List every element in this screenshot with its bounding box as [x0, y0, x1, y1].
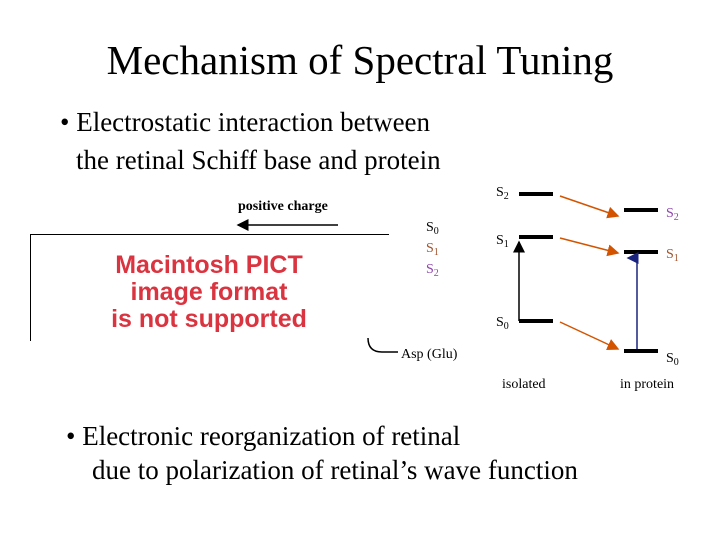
asp-label: Asp (Glu): [401, 347, 458, 362]
iso-s1-sub: 1: [503, 239, 509, 250]
stack-s0-base: S: [426, 220, 434, 235]
pict-placeholder-frame: [30, 234, 389, 341]
protein-s1-label: S1: [666, 247, 679, 264]
iso-s0-sub: 0: [503, 321, 509, 332]
bullet-2-mark: •: [66, 421, 76, 451]
protein-s2-label: S2: [666, 206, 679, 223]
iso-s2-base: S: [496, 185, 504, 200]
prot-s1-base: S: [666, 247, 674, 262]
shift-arrow-s0: [559, 321, 620, 351]
pict-line-2: image format: [130, 278, 288, 306]
stack-s0-sub: 0: [433, 226, 439, 237]
bullet-2-line1: Electronic reorganization of retinal: [82, 421, 461, 451]
bullet-1-line1: Electrostatic interaction between: [76, 107, 431, 137]
prot-s0-sub: 0: [673, 357, 679, 368]
isolated-s1-label: S1: [496, 233, 509, 250]
prot-s2-base: S: [666, 206, 674, 221]
stack-s2-sub: 2: [433, 268, 439, 279]
isolated-s0-label: S0: [496, 315, 509, 332]
protein-caption: in protein: [620, 377, 675, 392]
pict-line-3: is not supported: [111, 305, 307, 333]
positive-charge-label: positive charge: [238, 199, 328, 214]
bullet-1: • Electrostatic interaction between: [60, 106, 430, 138]
shift-arrow-s2: [559, 195, 620, 219]
bullet-2: • Electronic reorganization of retinal: [66, 420, 460, 452]
bullet-1-line2: the retinal Schiff base and protein: [76, 145, 441, 175]
slide-title: Mechanism of Spectral Tuning: [106, 37, 614, 83]
stack-label-s1: S1: [426, 241, 439, 258]
iso-s0-base: S: [496, 315, 504, 330]
asp-connector: [367, 337, 398, 353]
isolated-caption: isolated: [502, 377, 546, 392]
bullet-1-mark: •: [60, 107, 70, 137]
stack-s1-sub: 1: [433, 247, 439, 258]
bullet-2-line2: due to polarization of retinal’s wave fu…: [92, 455, 578, 485]
stack-s2-base: S: [426, 262, 434, 277]
iso-s1-base: S: [496, 233, 504, 248]
shift-arrow-s1: [559, 237, 620, 257]
prot-s0-base: S: [666, 351, 674, 366]
prot-s1-sub: 1: [673, 253, 679, 264]
prot-s2-sub: 2: [673, 212, 679, 223]
stack-label-s0: S0: [426, 220, 439, 237]
stack-label-s2: S2: [426, 262, 439, 279]
pict-line-1: Macintosh PICT: [115, 251, 303, 279]
isolated-s2-label: S2: [496, 185, 509, 202]
stack-s1-base: S: [426, 241, 434, 256]
iso-s2-sub: 2: [503, 191, 509, 202]
protein-s0-label: S0: [666, 351, 679, 368]
pict-placeholder-text: Macintosh PICT image format is not suppo…: [36, 252, 382, 333]
